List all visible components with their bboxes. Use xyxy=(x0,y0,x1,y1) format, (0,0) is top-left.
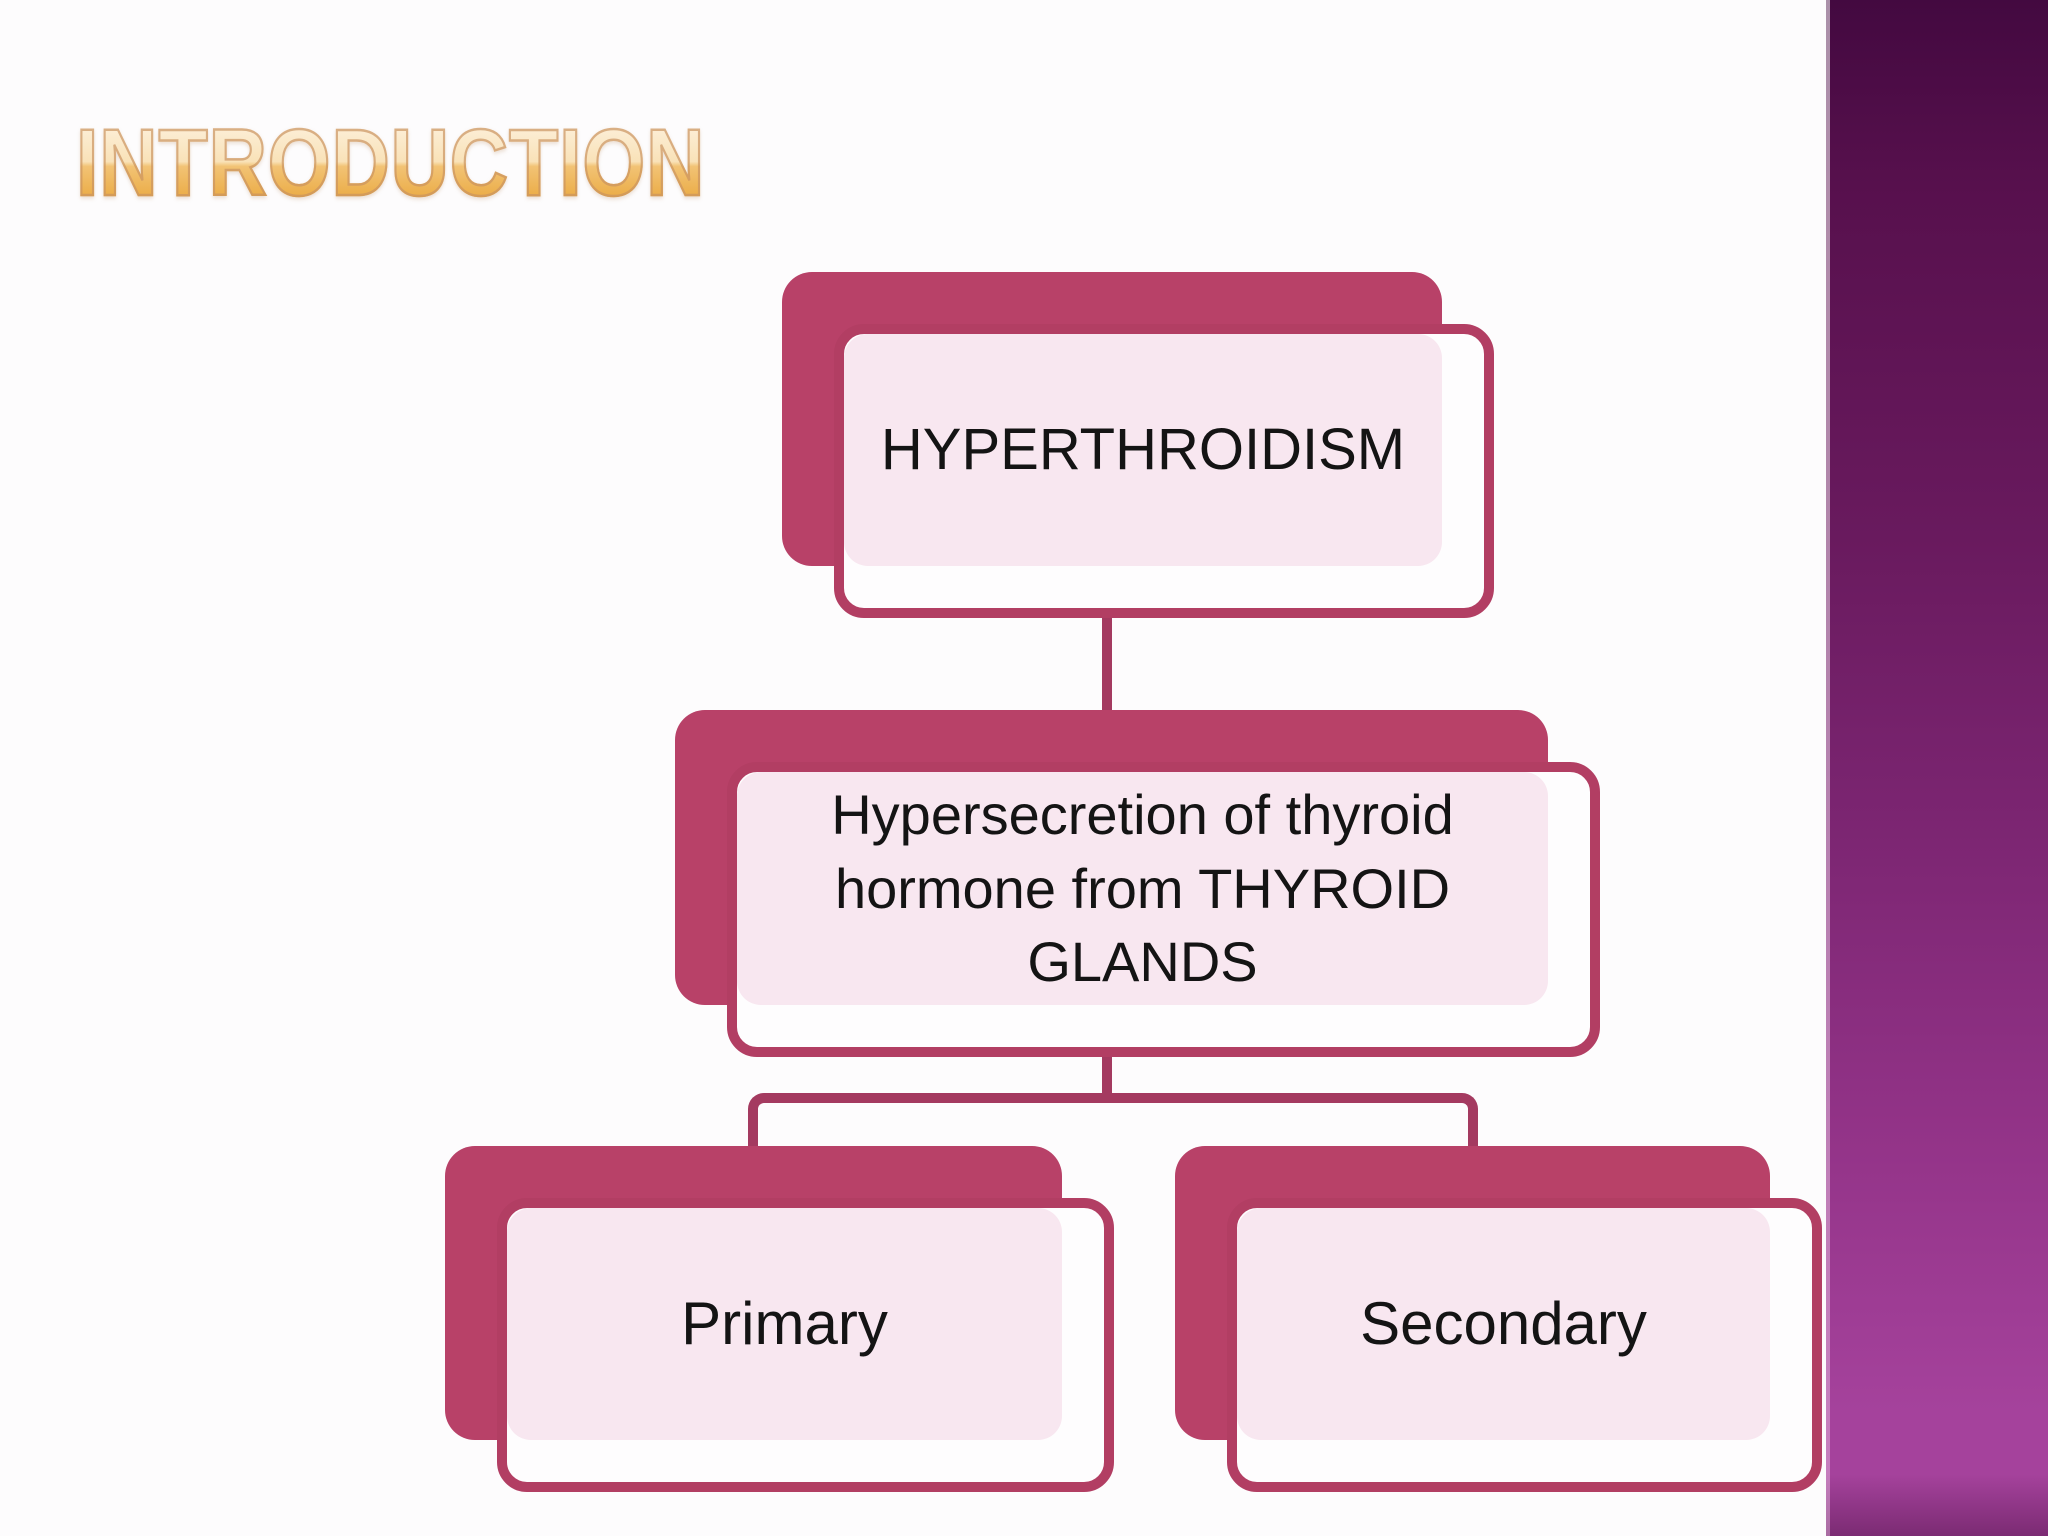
node-root-label: HYPERTHROIDISM xyxy=(844,334,1442,566)
slide-title: INTRODUCTION xyxy=(75,110,706,216)
node-secondary-label: Secondary xyxy=(1237,1208,1770,1440)
node-level2-label: Hypersecretion of thyroid hormone from T… xyxy=(737,772,1548,1005)
node-fill-shape xyxy=(737,772,1548,1005)
connector-level2-drop xyxy=(1102,1053,1112,1097)
node-fill-shape xyxy=(844,334,1442,566)
node-fill-shape xyxy=(507,1208,1062,1440)
node-root-label-text: HYPERTHROIDISM xyxy=(880,416,1406,482)
accent-band-decoration xyxy=(1826,0,2048,1536)
node-secondary-label-text: Secondary xyxy=(1360,1290,1647,1358)
node-primary-label-text: Primary xyxy=(681,1290,888,1358)
connector-branch-elbow xyxy=(748,1093,1478,1146)
node-level2-label-text: Hypersecretion of thyroid hormone from T… xyxy=(831,782,1454,994)
node-fill-shape xyxy=(1237,1208,1770,1440)
connector-root-to-level2 xyxy=(1102,612,1112,712)
node-primary-label: Primary xyxy=(507,1208,1062,1440)
